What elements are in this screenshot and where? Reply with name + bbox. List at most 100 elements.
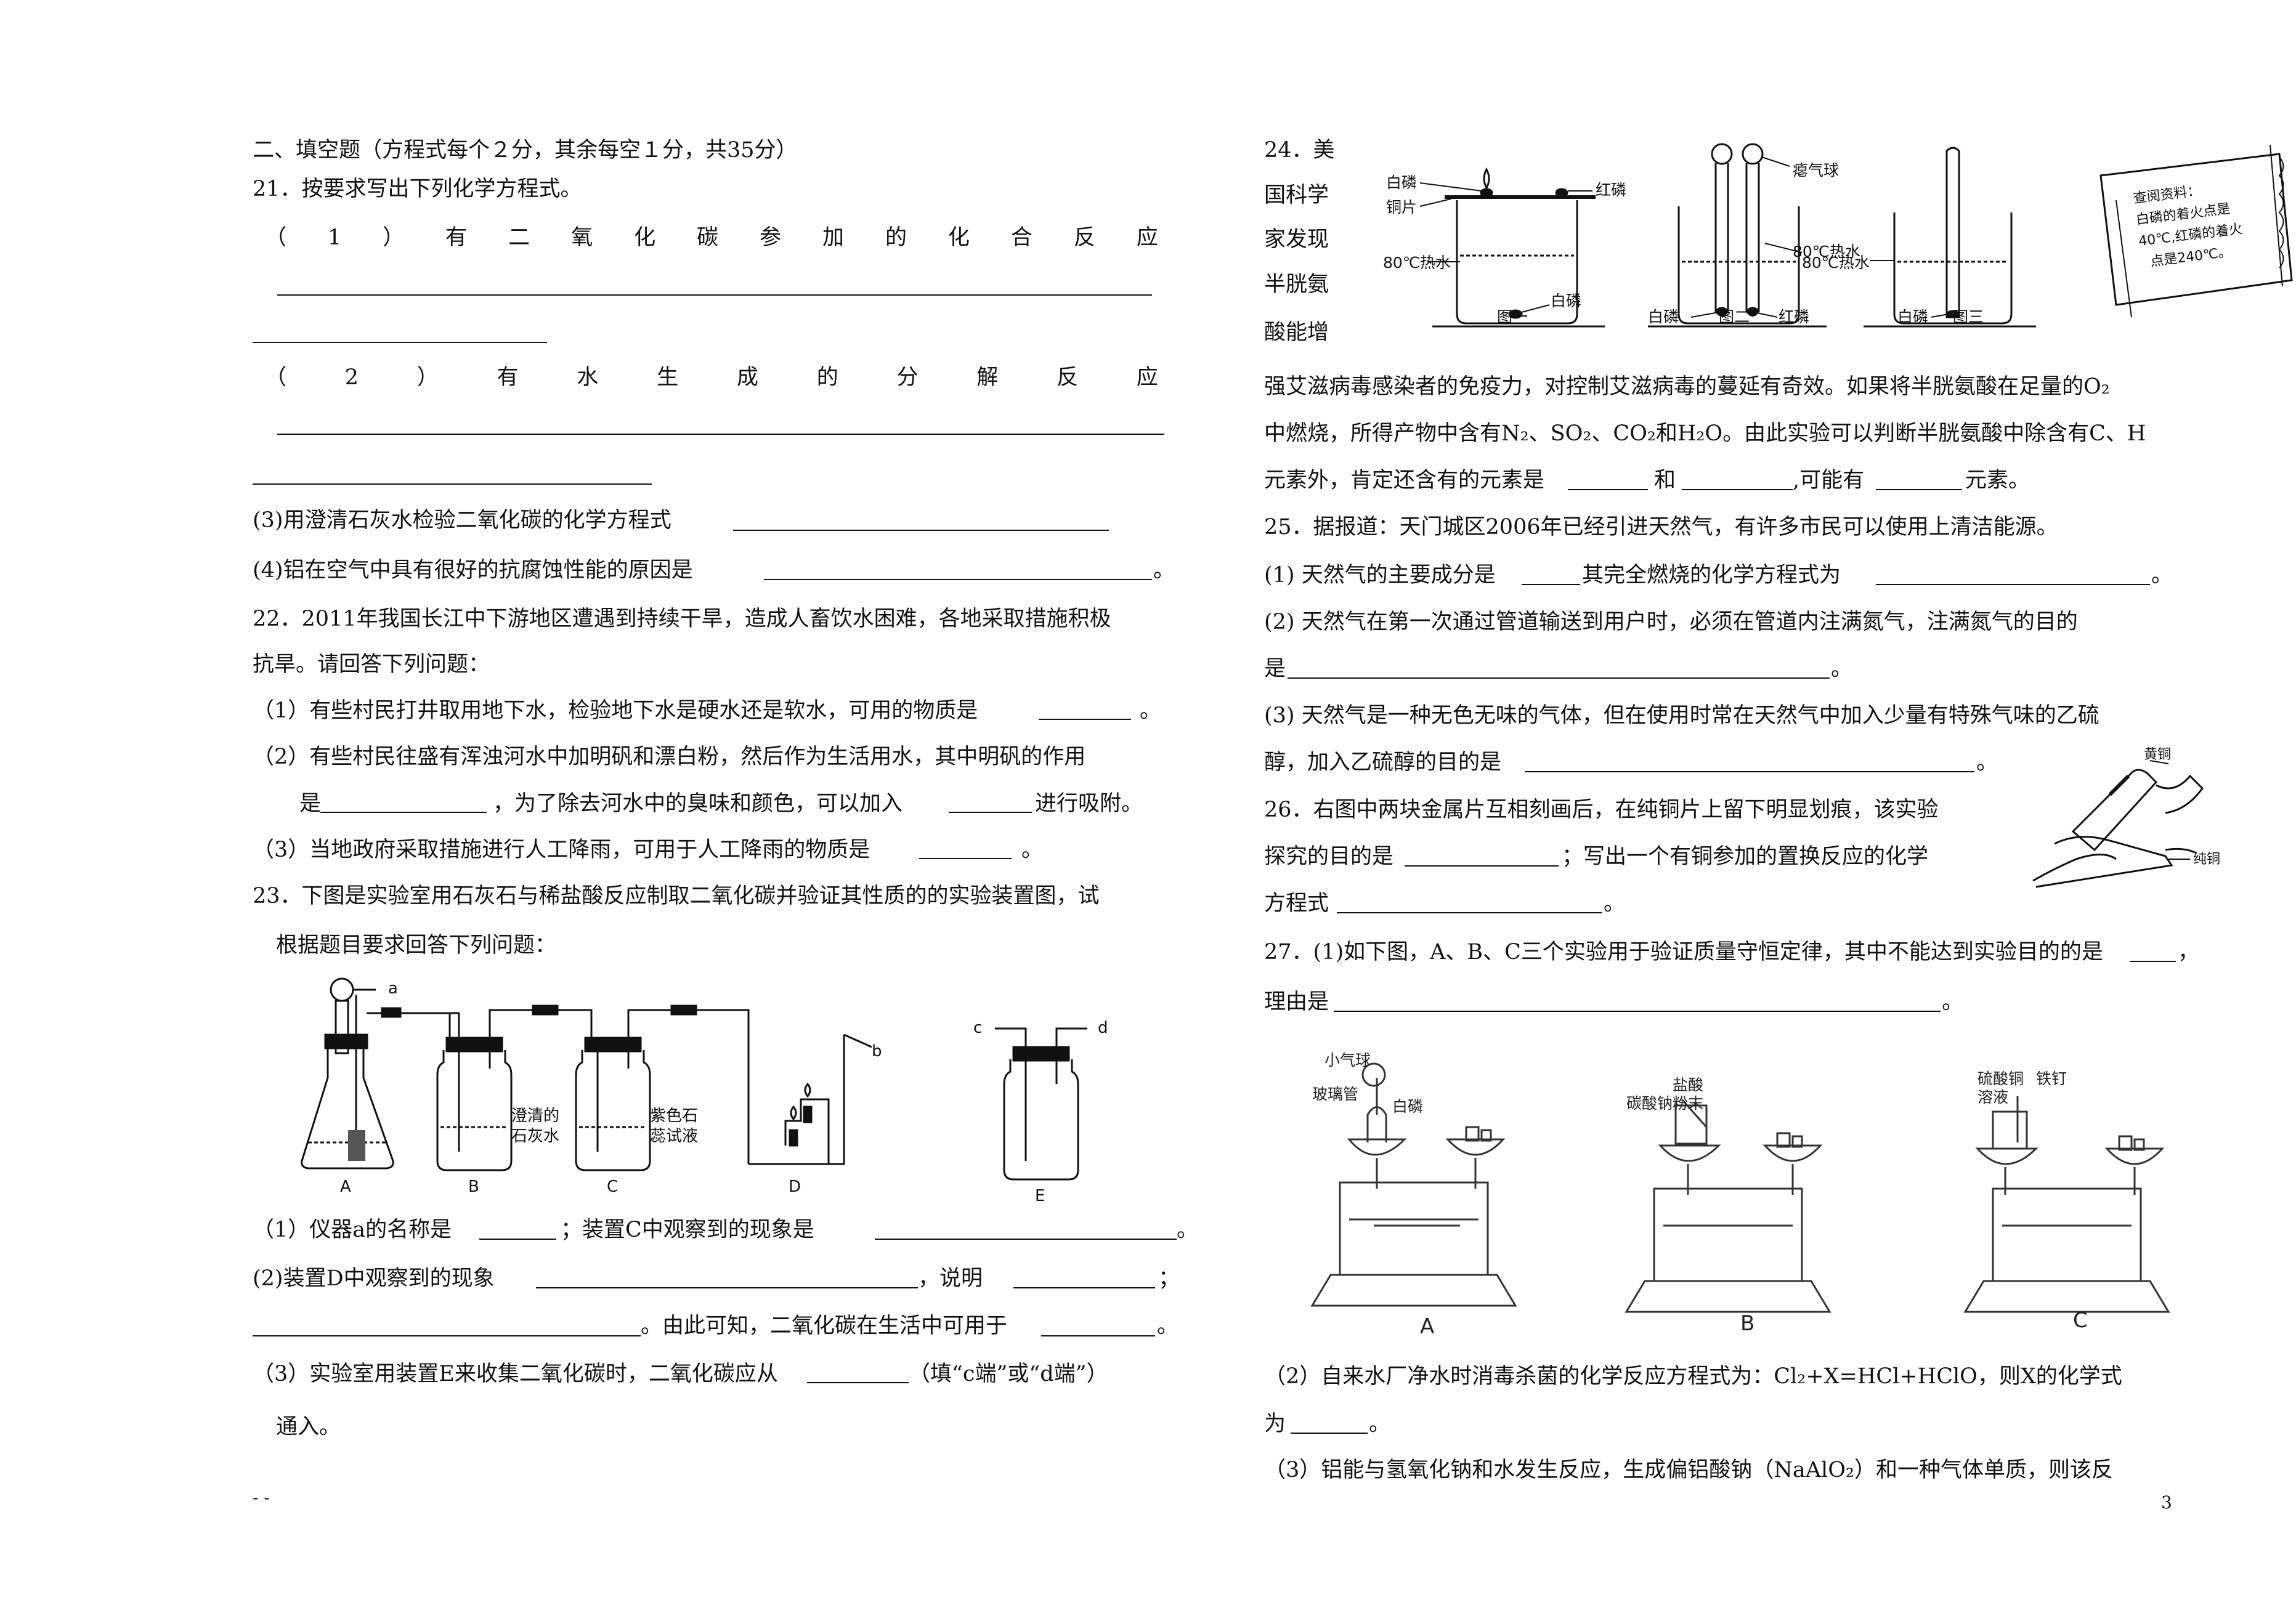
q22-part2-cont: 进行吸附。 xyxy=(1035,791,1143,816)
q25-part1: (1) 天然气的主要成分是 xyxy=(1264,563,1496,588)
label-hot-water: 80℃热水 xyxy=(1802,254,1870,272)
period: 。 xyxy=(1021,838,1044,862)
co2-apparatus-figure: a b c d A B C D E 澄清的 石灰水 紫色石 蕊试液 xyxy=(290,976,1127,1207)
footer-dashes: - - xyxy=(253,1487,270,1508)
answer-blank[interactable] xyxy=(949,812,1032,813)
answer-blank[interactable] xyxy=(1525,771,1974,772)
label-white-p: 白磷 xyxy=(1392,1098,1423,1115)
label-apparatus-a: A xyxy=(340,1178,351,1196)
answer-blank[interactable] xyxy=(1522,584,1580,585)
answer-blank[interactable] xyxy=(807,1382,909,1383)
beaker-fig2 xyxy=(1648,143,1827,328)
q27-part2-cont: 为 xyxy=(1264,1412,1286,1436)
answer-blank[interactable] xyxy=(919,858,1012,859)
label-copper: 铜片 xyxy=(1386,198,1417,216)
label-fig3: 图三 xyxy=(1953,308,1984,326)
period: 。 xyxy=(1153,558,1175,583)
label-sodium-carbonate: 碳酸钠粉末 xyxy=(1626,1094,1703,1112)
beaker-fig3 xyxy=(1864,147,2036,328)
answer-blank[interactable] xyxy=(253,342,547,343)
label-balance-c: C xyxy=(2073,1308,2088,1333)
q26-body: 探究的目的是 xyxy=(1264,844,1394,869)
answer-blank[interactable] xyxy=(1568,489,1648,490)
bottle-b xyxy=(436,1037,513,1171)
period: 。 xyxy=(1157,1314,1179,1338)
label-litmus-1: 紫色石 xyxy=(650,1107,698,1125)
answer-blank[interactable] xyxy=(1039,719,1131,720)
label-fig1: 图一 xyxy=(1497,308,1528,326)
q23-part1-cont: ；装置C中观察到的现象是 xyxy=(561,1218,814,1242)
answer-blank[interactable] xyxy=(1288,677,1830,679)
answer-blank[interactable] xyxy=(1682,489,1793,490)
q25-part3: (3) 天然气是一种无色无味的气体，但在使用时常在天然气中加入少量有特殊气味的乙… xyxy=(1264,703,2099,728)
q22-stem-1: 22．2011年我国长江中下游地区遭遇到持续干旱，造成人畜饮水困难，各地采取措施… xyxy=(253,607,1111,631)
q22-part2: （2）有些村民往盛有浑浊河水中加明矾和漂白粉，然后作为生活用水，其中明矾的作用 xyxy=(253,745,1086,769)
answer-blank[interactable] xyxy=(320,812,487,813)
answer-blank[interactable] xyxy=(253,483,652,485)
answer-blank[interactable] xyxy=(1876,489,1962,490)
q24-body: 中燃烧，所得产物中含有N₂、SO₂、CO₂和H₂O。由此实验可以判断半胱氨酸中除… xyxy=(1264,421,2146,446)
label-glass-tube: 玻璃管 xyxy=(1312,1085,1358,1103)
answer-blank[interactable] xyxy=(1876,584,2150,585)
answer-blank[interactable] xyxy=(1405,865,1559,867)
period: 。 xyxy=(1604,891,1626,916)
q24-body: 元素外，肯定还含有的元素是 xyxy=(1264,468,1545,493)
answer-blank[interactable] xyxy=(277,434,1164,435)
answer-blank[interactable] xyxy=(277,294,1152,296)
period: 。 xyxy=(1976,750,1998,775)
answer-blank[interactable] xyxy=(253,1335,641,1336)
answer-blank[interactable] xyxy=(1291,1433,1368,1434)
q23-part1: （1）仪器a的名称是 xyxy=(253,1218,452,1242)
label-hot-water: 80℃热水 xyxy=(1383,254,1451,272)
q24-lead: 家发现 xyxy=(1264,227,1329,252)
label-copper-sulfate-2: 溶液 xyxy=(1978,1088,2008,1106)
q21-part2: （2）有水生成的分解反应 xyxy=(265,365,1158,390)
q24-body: 强艾滋病毒感染者的免疫力，对控制艾滋病毒的蔓延有奇效。如果将半胱氨酸在足量的O₂ xyxy=(1264,374,2110,399)
answer-blank[interactable] xyxy=(875,1239,1177,1240)
period: 。 xyxy=(1177,1218,1199,1242)
label-white-p: 白磷 xyxy=(1551,292,1581,310)
label-litmus-2: 蕊试液 xyxy=(650,1127,698,1146)
label-hydrochloric-acid: 盐酸 xyxy=(1673,1076,1703,1094)
q25-part2-cont: 是 xyxy=(1264,657,1286,681)
answer-blank[interactable] xyxy=(2130,961,2176,962)
label-apparatus-d: D xyxy=(789,1178,801,1196)
bottle-c xyxy=(575,1037,651,1171)
q22-stem-2: 抗旱。请回答下列问题： xyxy=(253,652,490,677)
q22-part1: （1）有些村民打井取用地下水，检验地下水是硬水还是软水，可用的物质是 xyxy=(253,698,978,723)
answer-blank[interactable] xyxy=(536,1287,918,1288)
label-white-p: 白磷 xyxy=(1386,174,1417,192)
answer-blank[interactable] xyxy=(1041,1335,1155,1336)
label-red-p: 红磷 xyxy=(1596,181,1626,199)
label-fig2: 图二 xyxy=(1719,308,1750,326)
period: 。 xyxy=(2151,563,2173,588)
q22-part2-cont: ，为了除去河水中的臭味和颜色，可以加入 xyxy=(493,791,903,816)
answer-blank[interactable] xyxy=(764,579,1152,580)
q23-part2-cont: 。由此可知，二氧化碳在生活中可用于 xyxy=(641,1314,1008,1338)
answer-blank[interactable] xyxy=(1013,1287,1155,1288)
answer-blank[interactable] xyxy=(1334,1011,1941,1012)
q22-part2-cont: 是 xyxy=(299,791,322,816)
answer-blank[interactable] xyxy=(1337,912,1602,913)
q24-lead: 酸能增 xyxy=(1264,320,1329,345)
label-limewater-1: 澄清的 xyxy=(511,1107,559,1125)
q23-part2: (2)装置D中观察到的现象 xyxy=(253,1266,495,1291)
q23-part2-cont: ，说明 xyxy=(918,1266,983,1291)
q24-body: ,可能有 xyxy=(1793,468,1865,493)
section-title: 二、填空题（方程式每个２分，其余每空１分，共35分） xyxy=(253,138,798,163)
q21-part1: （1）有二氧化碳参加的化合反应 xyxy=(265,225,1158,250)
q24-body: 和 xyxy=(1654,468,1676,493)
q23-part3-cont: 通入。 xyxy=(276,1415,341,1439)
label-iron-nail: 铁钉 xyxy=(2036,1070,2067,1088)
q24-lead: 国科学 xyxy=(1264,183,1329,208)
q24-lead: 半胱氨 xyxy=(1264,272,1329,297)
answer-blank[interactable] xyxy=(733,530,1109,531)
note-line: 查阅资料： xyxy=(2133,183,2202,206)
q27-part2: （2）自来水厂净水时消毒杀菌的化学反应方程式为：Cl₂+X=HCl+HClO，则… xyxy=(1264,1364,2122,1389)
answer-blank[interactable] xyxy=(479,1239,556,1240)
phosphorus-combustion-figure: 白磷 红磷 铜片 80℃热水 白磷 图一 瘪气球 80℃热水 白磷 红磷 图二 … xyxy=(1383,139,2295,338)
label-apparatus-c: C xyxy=(607,1178,618,1196)
q21-part3: (3)用澄清石灰水检验二氧化碳的化学方程式 xyxy=(253,508,671,533)
q25-stem: 25．据报道：天门城区2006年已经引进天然气，有许多市民可以使用上清洁能源。 xyxy=(1264,515,2058,540)
q25-part3-cont: 醇，加入乙硫醇的目的是 xyxy=(1264,750,1502,775)
